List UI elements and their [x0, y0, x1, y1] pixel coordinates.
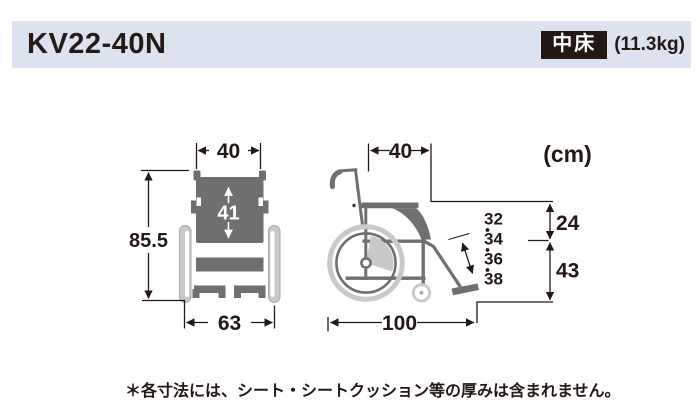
front-wheel-left-stripe: [185, 231, 189, 297]
front-seat-band: [196, 257, 264, 272]
option-dot-3: [485, 268, 490, 272]
footrest-extension-line: [448, 233, 470, 240]
weight-label: (11.3kg): [614, 33, 685, 55]
side-footrest-hanger: [423, 239, 462, 288]
side-handle-grip: [329, 169, 343, 189]
footrest-option-4: 38: [484, 270, 503, 289]
side-footplate: [451, 283, 479, 296]
side-rear-hub: [360, 257, 372, 269]
footrest-option-2: 34: [484, 230, 503, 249]
front-tab-right: [263, 200, 269, 214]
wheelchair-side-view: [327, 168, 479, 303]
side-rear-tire: [327, 224, 405, 302]
front-notch-right: [258, 197, 263, 206]
seat-depth-value: 40: [389, 140, 412, 163]
backrest-height-value: 41: [217, 203, 239, 225]
side-wheel-guard: [366, 235, 394, 272]
front-seat-width-value: 40: [217, 140, 240, 163]
model-title: KV22-40N: [27, 28, 167, 60]
option-dot-1: [485, 228, 490, 232]
front-view-dimensions: 40 85.5 63: [129, 140, 276, 335]
side-panel-highlight: [401, 214, 418, 234]
front-foot-3: [234, 289, 241, 298]
side-armrest: [361, 202, 419, 209]
side-pivot-dot: [352, 203, 356, 208]
overall-length-value: 100: [382, 312, 417, 335]
side-front-post: [421, 239, 425, 286]
footrest-length-arrow: [460, 242, 475, 274]
side-lower-rail: [345, 276, 426, 280]
option-dot-2: [485, 248, 490, 252]
footrest-option-3: 36: [484, 250, 503, 269]
side-rear-rim: [335, 232, 397, 294]
front-ground-step-line: [142, 299, 186, 329]
footrest-option-1: 32: [484, 210, 503, 229]
front-footrest-right: [234, 285, 266, 293]
overall-height-value: 85.5: [129, 230, 168, 252]
side-mid-post: [364, 206, 368, 280]
footrest-length-options: 32 34 36 38: [484, 210, 503, 289]
front-footrest-left: [194, 285, 226, 293]
floor-type-badge: 中床: [541, 30, 608, 59]
front-notch-left: [196, 197, 201, 206]
overall-width-value: 63: [218, 312, 241, 335]
footnote: ＊各寸法には、シート・シートクッション等の厚みは含まれません。: [125, 383, 621, 400]
floor-to-seat-value: 43: [556, 260, 579, 283]
front-wheel-right-stripe: [270, 231, 275, 297]
front-foot-2: [218, 289, 226, 298]
seat-to-armrest-value: 24: [556, 212, 580, 235]
front-foot-4: [258, 289, 266, 298]
side-caster-hub: [419, 290, 424, 295]
side-view-dimensions: 40 (cm) 24 43 32 34 36 38: [327, 140, 592, 335]
front-backrest: [196, 177, 264, 243]
seat-depth-right-extension: [430, 143, 553, 203]
wheelchair-front-view: 41: [179, 170, 281, 303]
side-armrest-support: [392, 208, 431, 240]
front-tab-left: [191, 200, 196, 214]
front-width-extension-lines: [195, 143, 262, 169]
side-backrest-post: [354, 170, 365, 230]
front-foot-1: [192, 289, 200, 298]
header-band: KV22-40N 中床 (11.3kg): [12, 21, 691, 68]
unit-label: (cm): [543, 141, 592, 167]
ground-reference-line: [476, 301, 553, 323]
